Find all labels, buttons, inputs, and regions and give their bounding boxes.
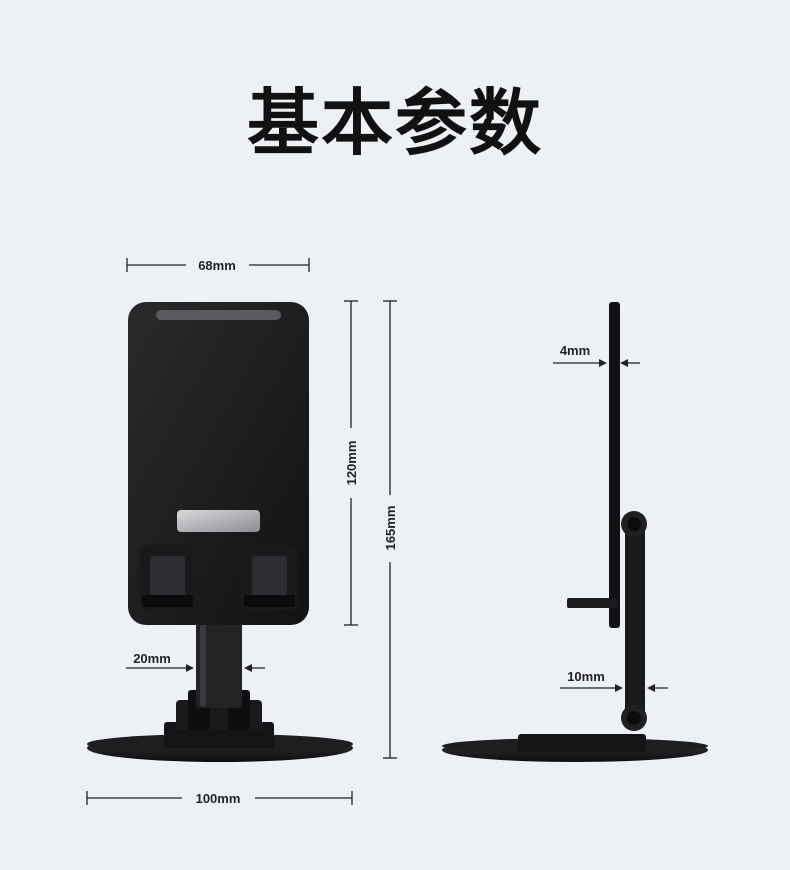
total-height-label: 165mm bbox=[383, 506, 398, 551]
stem-width-label: 20mm bbox=[133, 651, 171, 666]
side-view-stand bbox=[442, 302, 708, 762]
plate-thickness-label: 4mm bbox=[560, 343, 590, 358]
side-stem-label: 10mm bbox=[567, 669, 605, 684]
height-label: 120mm bbox=[344, 441, 359, 486]
base-width-label: 100mm bbox=[196, 791, 241, 806]
page-title: 基本参数 bbox=[246, 81, 543, 165]
front-view-stand bbox=[87, 302, 353, 762]
width-label: 68mm bbox=[198, 258, 236, 273]
